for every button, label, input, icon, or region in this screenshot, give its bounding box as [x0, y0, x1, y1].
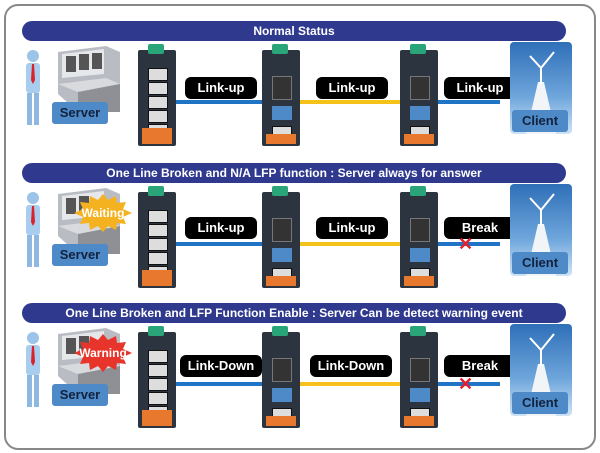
copper-link-line [176, 100, 262, 104]
copper-link-line [176, 242, 262, 246]
link-3-status: Break [444, 355, 516, 377]
server-label: Server [52, 102, 108, 124]
media-converter-2 [400, 186, 438, 288]
link-1-status: Link-up [185, 217, 257, 239]
link-2-status: Link-up [316, 217, 388, 239]
fiber-link-line [300, 382, 400, 386]
link-2-status: Link-up [316, 77, 388, 99]
switch-device [138, 44, 176, 146]
copper-link-line [176, 382, 262, 386]
waiting-burst-icon: Waiting [74, 194, 132, 232]
warning-burst-icon: Warning [74, 334, 132, 372]
person-icon [26, 332, 40, 407]
link-2-status: Link-Down [310, 355, 392, 377]
copper-link-line [438, 100, 500, 104]
media-converter-1 [262, 186, 300, 288]
scenario-3-title: One Line Broken and LFP Function Enable … [22, 303, 566, 323]
fiber-link-line [300, 100, 400, 104]
scenario-1-row: Server Link-up Link-up Link-up Client [0, 30, 600, 150]
scenario-3-row: Warning Server Link-Down Link-Down Break… [0, 312, 600, 432]
copper-link-line [438, 382, 500, 386]
media-converter-2 [400, 326, 438, 428]
switch-device [138, 326, 176, 428]
person-icon [26, 50, 40, 125]
switch-device [138, 186, 176, 288]
person-icon [26, 192, 40, 267]
client-label: Client [512, 110, 568, 132]
break-x-icon: ✕ [458, 374, 474, 394]
media-converter-1 [262, 44, 300, 146]
scenario-2-title: One Line Broken and N/A LFP function : S… [22, 163, 566, 183]
server-label: Server [52, 384, 108, 406]
media-converter-1 [262, 326, 300, 428]
link-3-status: Link-up [444, 77, 516, 99]
client-label: Client [512, 392, 568, 414]
server-status-text: Waiting [81, 206, 125, 220]
client-label: Client [512, 252, 568, 274]
copper-link-line [438, 242, 500, 246]
media-converter-2 [400, 44, 438, 146]
server-label: Server [52, 244, 108, 266]
link-3-status: Break [444, 217, 516, 239]
fiber-link-line [300, 242, 400, 246]
link-1-status: Link-Down [180, 355, 262, 377]
scenario-2-row: Waiting Server Link-up Link-up Break ✕ C… [0, 172, 600, 292]
server-status-text: Warning [79, 346, 127, 360]
scenario-1-title: Normal Status [22, 21, 566, 41]
break-x-icon: ✕ [458, 234, 474, 254]
link-1-status: Link-up [185, 77, 257, 99]
